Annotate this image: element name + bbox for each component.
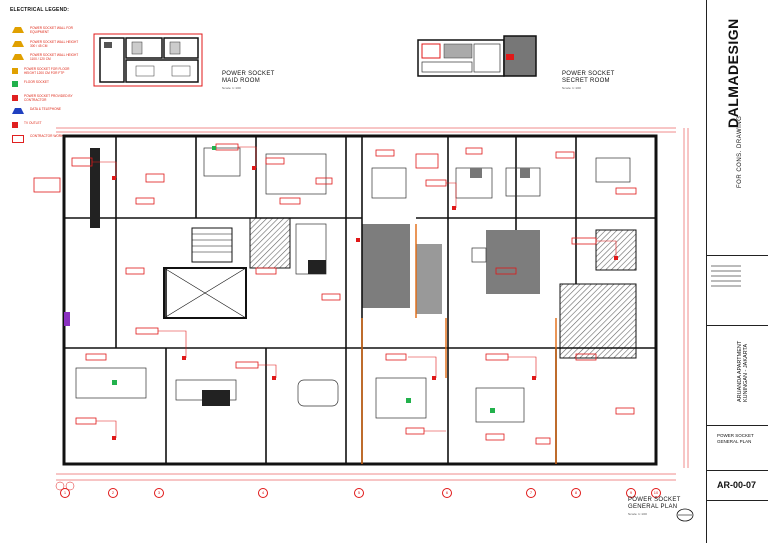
legend-item: POWER SOCKET FOR FLOOR HEIGHT 1200 CM FO… xyxy=(12,67,74,79)
grid-bubble: 2 xyxy=(108,488,118,498)
grid-bubble: 10 xyxy=(651,488,661,498)
drawing-title-line1: POWER SOCKET xyxy=(717,433,754,438)
status-label: FOR CONS. DRAWING xyxy=(737,115,743,188)
legend-item-label: POWER SOCKET WALL HEIGHT 1100 / 120 CM xyxy=(30,53,79,61)
grid-bubble: 7 xyxy=(526,488,536,498)
secret-room-title: POWER SOCKET SECRET ROOM Scale 1:100 xyxy=(562,71,615,92)
legend-title: ELECTRICAL LEGEND: xyxy=(10,7,70,13)
sheet-number: AR-00-07 xyxy=(717,480,757,490)
grid-bubble: 9 xyxy=(626,488,636,498)
grid-bubble: 3 xyxy=(154,488,164,498)
legend-item: CONTRACTOR WORK xyxy=(12,134,80,146)
general-plan-title: POWER SOCKET GENERAL PLAN Scale 1:100 xyxy=(628,497,681,518)
blue-triangle-icon xyxy=(12,108,24,114)
project-line2: KUNINGAN - JAKARTA xyxy=(743,343,749,402)
general-plan-scale: Scale 1:100 xyxy=(628,512,648,516)
triangle-socket-icon xyxy=(12,54,24,60)
general-plan-title-line1: POWER SOCKET xyxy=(628,497,681,503)
legend-item: TV OUTLET xyxy=(12,121,74,133)
secret-room-title-line2: SECRET ROOM xyxy=(562,78,610,84)
legend-item: POWER SOCKET WALL HEIGHT 1100 / 120 CM xyxy=(12,53,80,65)
legend-item: POWER SOCKET PROVIDED BY CONTRACTOR xyxy=(12,94,74,106)
brand-logo: DALMADESIGN xyxy=(725,18,741,128)
legend-item-label: FLOOR SOCKET xyxy=(24,80,49,84)
square-socket-icon xyxy=(12,67,18,74)
grid-bubble: 6 xyxy=(442,488,452,498)
red-square-icon xyxy=(12,94,18,101)
title-block: DALMADESIGN FOR CONS. DRAWING ARUANDA AP… xyxy=(706,0,768,543)
triangle-socket-icon xyxy=(12,27,24,33)
secret-room-title-line1: POWER SOCKET xyxy=(562,71,615,77)
maid-room-scale: Scale 1:100 xyxy=(222,86,242,90)
secret-room-plan xyxy=(417,35,537,77)
green-square-icon xyxy=(12,81,18,87)
red-box-icon xyxy=(12,135,24,143)
triangle-socket-icon xyxy=(12,40,24,47)
drawing-title: POWER SOCKET GENERAL PLAN xyxy=(717,433,754,445)
legend-item-label: TV OUTLET xyxy=(24,120,42,125)
legend-item: POWER SOCKET WALL FOR EQUIPMENT xyxy=(12,26,80,38)
maid-room-title-line2: MAID ROOM xyxy=(222,78,261,84)
maid-room-plan xyxy=(93,33,203,87)
legend-item: DATA & TELEPHONE xyxy=(12,107,80,119)
legend-item-label: POWER SOCKET WALL HEIGHT 300 / 45 CM xyxy=(30,39,79,48)
north-arrow-icon xyxy=(676,508,694,522)
maid-room-title-line1: POWER SOCKET xyxy=(222,71,275,77)
project-name: ARUANDA APARTMENT KUNINGAN - JAKARTA xyxy=(737,341,749,402)
legend-item: POWER SOCKET WALL HEIGHT 300 / 45 CM xyxy=(12,40,80,52)
legend-item: FLOOR SOCKET xyxy=(12,80,74,92)
general-plan-title-line2: GENERAL PLAN xyxy=(628,504,678,510)
grid-bubble: 5 xyxy=(354,488,364,498)
grid-bubble: 8 xyxy=(571,488,581,498)
tv-outlet-icon xyxy=(12,121,18,128)
drawing-title-line2: GENERAL PLAN xyxy=(717,439,752,444)
general-floor-plan xyxy=(33,127,689,491)
maid-room-title: POWER SOCKET MAID ROOM Scale 1:100 xyxy=(222,71,275,92)
legend-item-label: POWER SOCKET WALL FOR EQUIPMENT xyxy=(30,26,73,34)
legend-item-label: DATA & TELEPHONE xyxy=(30,107,61,111)
legend-item-label: CONTRACTOR WORK xyxy=(30,134,64,138)
legend-item-label: POWER SOCKET PROVIDED BY CONTRACTOR xyxy=(24,93,73,102)
secret-room-scale: Scale 1:100 xyxy=(562,86,582,90)
grid-bubble: 1 xyxy=(60,488,70,498)
grid-bubble: 4 xyxy=(258,488,268,498)
legend-item-label: POWER SOCKET FOR FLOOR HEIGHT 1200 CM FO… xyxy=(24,66,70,75)
